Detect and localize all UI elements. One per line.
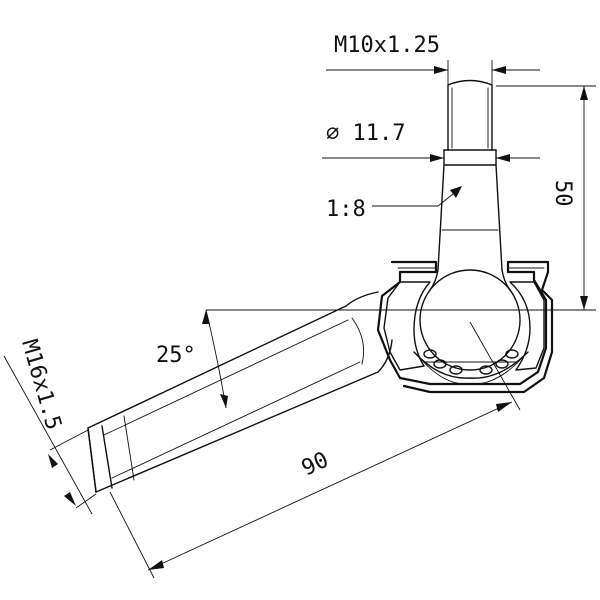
taper-leader: 1:8 <box>326 186 462 222</box>
socket-housing <box>376 260 554 394</box>
diameter-label: ⌀ 11.7 <box>326 121 405 146</box>
dimension-height: 50 <box>496 85 596 311</box>
tie-rod-arm <box>87 291 393 493</box>
dimension-diameter: ⌀ 11.7 <box>322 121 540 162</box>
length-label: 90 <box>298 448 333 482</box>
ball-pin <box>429 79 511 291</box>
dimension-thread-arm: M16x1.5 <box>3 337 97 515</box>
dimension-thread-pin: M10x1.25 <box>326 33 540 85</box>
thread-pin-label: M10x1.25 <box>334 33 440 58</box>
dimension-angle: 25° <box>156 309 228 409</box>
thread-arm-label: M16x1.5 <box>16 337 66 433</box>
taper-label: 1:8 <box>326 197 366 222</box>
height-label: 50 <box>550 180 575 207</box>
spring-coils <box>423 349 519 375</box>
angle-label: 25° <box>156 343 196 368</box>
